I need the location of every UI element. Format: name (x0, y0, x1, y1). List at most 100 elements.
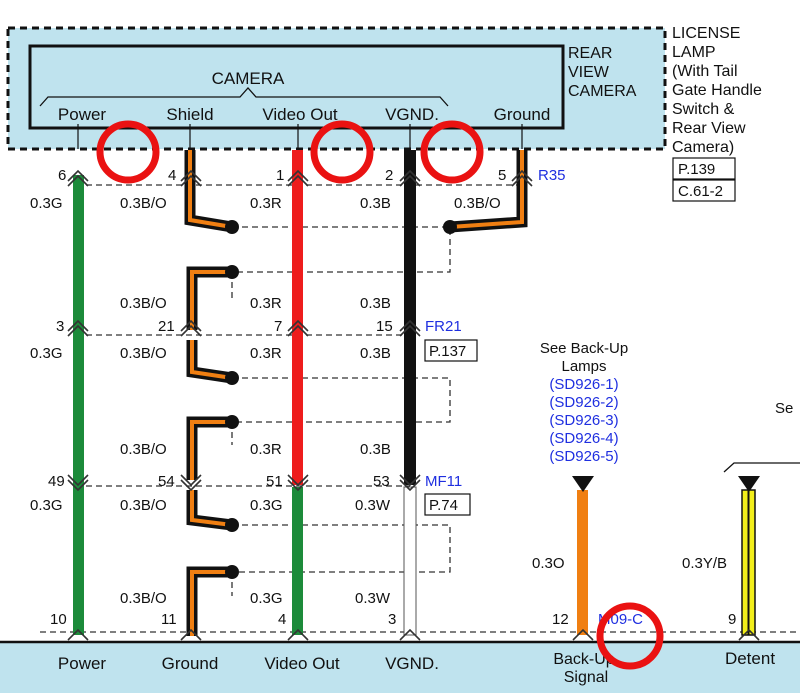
backup-see-line-1: See Back-Up (540, 340, 628, 357)
row1-pin-ground: 5 (498, 167, 506, 184)
highlight-circle-video (310, 120, 374, 184)
license-lamp-line-2: LAMP (672, 44, 716, 61)
connector-r35: R35 (538, 167, 566, 184)
pin-label-power: Power (58, 105, 107, 124)
row3-wire-vgnd: 0.3W (355, 497, 391, 514)
row4-above-wire-shield: 0.3B/O (120, 590, 167, 607)
row3-pin-shield: 54 (158, 473, 175, 490)
license-lamp-line-4: Gate Handle (672, 82, 762, 99)
mf11-page: P.74 (429, 497, 458, 514)
row2-wire-video: 0.3R (250, 345, 282, 362)
row1-pin-shield: 4 (168, 167, 176, 184)
camera-label: CAMERA (212, 69, 285, 88)
row3-above-wire-video: 0.3R (250, 441, 282, 458)
splice-dots (225, 220, 457, 579)
backup-ref-1[interactable]: (SD926-1) (549, 376, 618, 393)
shield-wire-segments (184, 150, 528, 636)
row1-wire-shield: 0.3B/O (120, 195, 167, 212)
backup-wire-label: 0.3O (532, 555, 565, 572)
bottom-connector-band (0, 642, 800, 693)
row3-pin-power: 49 (48, 473, 65, 490)
rear-view-camera-line-1: REAR (568, 45, 612, 62)
backup-ref-4[interactable]: (SD926-4) (549, 430, 618, 447)
row3-wire-video: 0.3G (250, 497, 283, 514)
license-lamp-line-7: Camera) (672, 139, 734, 156)
mf11-page-box (424, 493, 471, 516)
pin-chevrons (67, 169, 760, 641)
bottom-label-backup: Back-Up (553, 651, 614, 668)
row1-wire-video: 0.3R (250, 195, 282, 212)
connector-mf11: MF11 (425, 473, 462, 490)
connector-ref: C.61-2 (678, 183, 723, 200)
backup-cut-label: Se (775, 400, 793, 417)
vgnd-wire-white (403, 486, 417, 636)
highlight-circles (96, 120, 664, 670)
row3-above-wire-shield: 0.3B/O (120, 441, 167, 458)
row1-pin-vgnd: 2 (385, 167, 393, 184)
row1-pin-power: 6 (58, 167, 66, 184)
video-out-wire-green (292, 487, 303, 635)
detent-brace (723, 462, 800, 473)
row3-wire-shield: 0.3B/O (120, 497, 167, 514)
row2-pin-vgnd: 15 (376, 318, 393, 335)
row2-pin-power: 3 (56, 318, 64, 335)
row3-above-wire-vgnd: 0.3B (360, 441, 391, 458)
row1-pin-video: 1 (276, 167, 284, 184)
pin-label-ticks (77, 124, 523, 149)
row2-wire-shield: 0.3B/O (120, 345, 167, 362)
dashed-connector-lines (40, 184, 800, 633)
camera-module-box (28, 44, 565, 130)
backup-ref-2[interactable]: (SD926-2) (549, 394, 618, 411)
row2-pin-video: 7 (274, 318, 282, 335)
bottom-label-detent: Detent (725, 649, 775, 668)
row2-above-wire-shield: 0.3B/O (120, 295, 167, 312)
connector-fr21: FR21 (425, 318, 462, 335)
backup-wire-orange (577, 490, 588, 635)
vgnd-wire-black (404, 150, 416, 485)
row2-above-wire-vgnd: 0.3B (360, 295, 391, 312)
bottom-pin-power: 10 (50, 611, 67, 628)
fr21-page-box (424, 339, 478, 362)
bottom-label-signal: Signal (564, 669, 608, 686)
bottom-label-vgnd: VGND. (385, 654, 439, 673)
pin-label-vgnd: VGND. (385, 105, 439, 124)
bottom-pin-vgnd: 3 (388, 611, 396, 628)
bottom-label-ground: Ground (162, 654, 219, 673)
backup-arrow (572, 476, 594, 492)
highlight-circle-vgnd (420, 120, 484, 184)
rear-view-camera-line-3: CAMERA (568, 83, 637, 100)
row3-pin-video: 51 (266, 473, 283, 490)
row1-wire-ground: 0.3B/O (454, 195, 501, 212)
backup-ref-5[interactable]: (SD926-5) (549, 448, 618, 465)
backup-see-line-2: Lamps (561, 358, 606, 375)
row4-above-wire-vgnd: 0.3W (355, 590, 391, 607)
row2-wire-power: 0.3G (30, 345, 63, 362)
bottom-pin-backup: 12 (552, 611, 569, 628)
row2-above-wire-video: 0.3R (250, 295, 282, 312)
backup-ref-3[interactable]: (SD926-3) (549, 412, 618, 429)
page-ref: P.139 (678, 161, 715, 178)
power-wire-green (73, 175, 84, 635)
connector-ref-box (672, 179, 736, 202)
bottom-pin-ground: 11 (161, 611, 177, 628)
highlight-circle-m09c (596, 602, 664, 670)
row3-wire-power: 0.3G (30, 497, 63, 514)
row2-pin-shield: 21 (158, 318, 175, 335)
row2-wire-vgnd: 0.3B (360, 345, 391, 362)
pin-label-video-out: Video Out (262, 105, 338, 124)
video-out-wire-red (292, 150, 303, 485)
row1-wire-power: 0.3G (30, 195, 63, 212)
page-ref-box (672, 157, 736, 180)
bottom-label-power: Power (58, 654, 107, 673)
rear-view-camera-line-2: VIEW (568, 64, 610, 81)
license-lamp-line-1: LICENSE (672, 25, 740, 42)
row1-wire-vgnd: 0.3B (360, 195, 391, 212)
detent-wire-label: 0.3Y/B (682, 555, 727, 572)
pin-label-ground: Ground (494, 105, 551, 124)
license-lamp-line-5: Switch & (672, 101, 735, 118)
bottom-pin-video: 4 (278, 611, 286, 628)
highlight-circle-power (96, 120, 160, 184)
fr21-page: P.137 (429, 343, 466, 360)
